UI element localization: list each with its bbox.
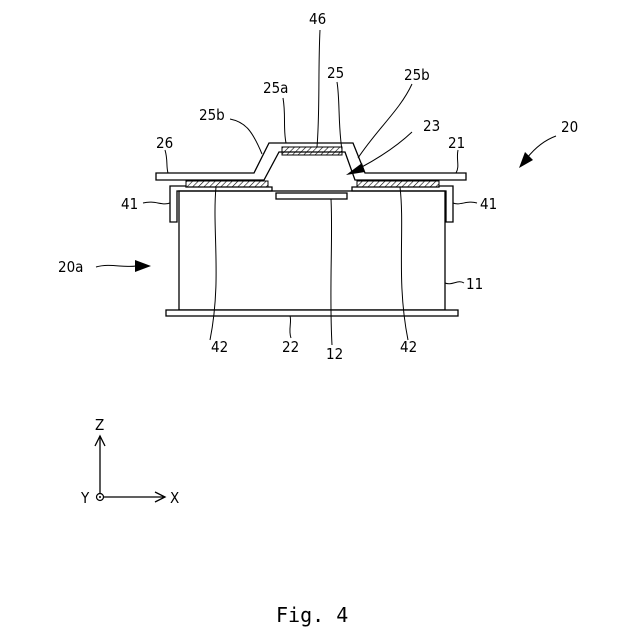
leader-25 <box>337 82 342 150</box>
leader-20 <box>527 136 556 158</box>
leader-26 <box>165 150 168 173</box>
axis-indicator: Z Y X <box>80 416 179 507</box>
label-25b-left: 25b <box>199 106 225 124</box>
axis-x-label: X <box>170 489 179 507</box>
leader-25a <box>283 98 286 143</box>
label-20: 20 <box>561 118 578 136</box>
label-26: 26 <box>156 134 173 152</box>
label-42-left: 42 <box>211 338 228 356</box>
label-25a: 25a <box>263 79 288 97</box>
label-46: 46 <box>309 10 326 28</box>
label-22: 22 <box>282 338 299 356</box>
label-25: 25 <box>327 64 344 82</box>
leader-12 <box>331 199 332 345</box>
axis-y-label: Y <box>80 489 90 507</box>
arrow-20-head <box>519 152 533 168</box>
label-12: 12 <box>326 345 343 363</box>
label-25b-top: 25b <box>404 66 430 84</box>
label-42-right: 42 <box>400 338 417 356</box>
leader-46 <box>317 30 320 147</box>
leader-11 <box>445 282 464 284</box>
label-11: 11 <box>466 275 483 293</box>
thermal-pad-42-right <box>357 181 439 187</box>
leader-22 <box>290 316 291 338</box>
leader-23 <box>360 132 412 168</box>
arrow-23-head <box>346 163 365 175</box>
thermal-pad-42-left <box>186 181 268 187</box>
label-41-left: 41 <box>121 195 138 213</box>
leader-20a <box>96 265 136 267</box>
label-41-right: 41 <box>480 195 497 213</box>
label-23: 23 <box>423 117 440 135</box>
axis-z-label: Z <box>95 416 104 434</box>
label-21: 21 <box>448 134 465 152</box>
leader-25b-top <box>358 84 412 158</box>
arrow-20a-head <box>135 260 151 272</box>
figure-caption: Fig. 4 <box>276 603 348 627</box>
label-20a: 20a <box>58 258 83 276</box>
base-plate-22 <box>166 310 458 316</box>
leader-42-left <box>210 187 216 340</box>
leader-21 <box>456 150 458 173</box>
leader-25b-left <box>230 119 262 154</box>
body-11 <box>179 191 445 310</box>
leader-41-left <box>143 202 170 204</box>
leader-41-right <box>453 202 477 204</box>
leader-42-right <box>400 187 408 340</box>
component-12 <box>276 193 347 199</box>
heat-spreader-46 <box>282 147 342 155</box>
